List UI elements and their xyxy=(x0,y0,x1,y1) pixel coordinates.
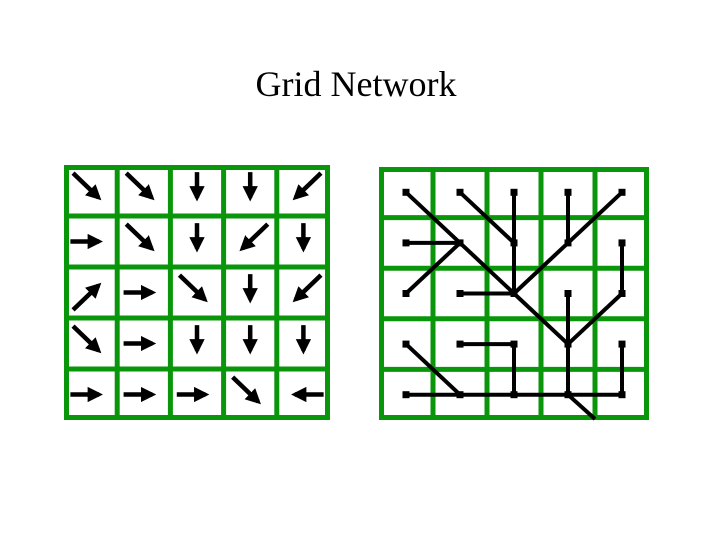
tree-edge xyxy=(566,292,624,346)
tree-node-dot xyxy=(456,340,464,348)
tree-node-dot xyxy=(510,340,518,348)
tree-node-dot xyxy=(618,391,626,399)
tree-edge xyxy=(566,190,624,245)
direction-arrow-se xyxy=(124,171,155,201)
direction-arrow-sw xyxy=(239,222,270,252)
tree-node-dot xyxy=(510,188,518,196)
direction-arrow-ne xyxy=(71,282,102,312)
tree-node-dot xyxy=(510,391,518,399)
tree-edge xyxy=(458,241,516,295)
tree-node-dot xyxy=(618,188,626,196)
tree-node-dot xyxy=(456,391,464,399)
tree-edge xyxy=(404,241,462,295)
tree-node-dot xyxy=(510,290,518,297)
direction-arrow-sw xyxy=(292,171,323,201)
tree-node-dot xyxy=(402,340,410,348)
tree-node-dot xyxy=(564,340,572,348)
arrow-grid xyxy=(64,165,330,420)
tree-node-dot xyxy=(564,239,572,247)
direction-arrow-se xyxy=(71,171,102,201)
tree-node-dot xyxy=(456,290,464,297)
tree-node-dot xyxy=(402,391,410,399)
tree-node-dot xyxy=(456,239,464,247)
tree-edge xyxy=(512,241,570,295)
direction-arrow-se xyxy=(231,375,261,405)
tree-edge xyxy=(458,190,516,245)
tree-edge xyxy=(566,393,597,421)
tree-node-dot xyxy=(510,239,518,247)
tree-node-dot xyxy=(564,188,572,196)
tree-node-dot xyxy=(564,391,572,399)
tree-node-dot xyxy=(564,290,572,297)
direction-arrow-se xyxy=(177,273,208,303)
tree-node-dot xyxy=(402,188,410,196)
direction-arrow-se xyxy=(71,324,102,354)
tree-node-dot xyxy=(456,188,464,196)
tree-node-dot xyxy=(618,290,626,297)
tree-edge xyxy=(512,292,570,346)
tree-node-dot xyxy=(402,239,410,247)
tree-edge xyxy=(404,342,462,397)
direction-arrow-sw xyxy=(292,273,323,303)
tree-node-dot xyxy=(618,340,626,348)
tree-edge xyxy=(404,190,462,245)
direction-arrow-se xyxy=(124,222,155,252)
tree-node-dot xyxy=(402,290,410,297)
slide-title: Grid Network xyxy=(255,64,457,104)
route-tree-grid xyxy=(379,167,649,421)
tree-node-dot xyxy=(618,239,626,247)
